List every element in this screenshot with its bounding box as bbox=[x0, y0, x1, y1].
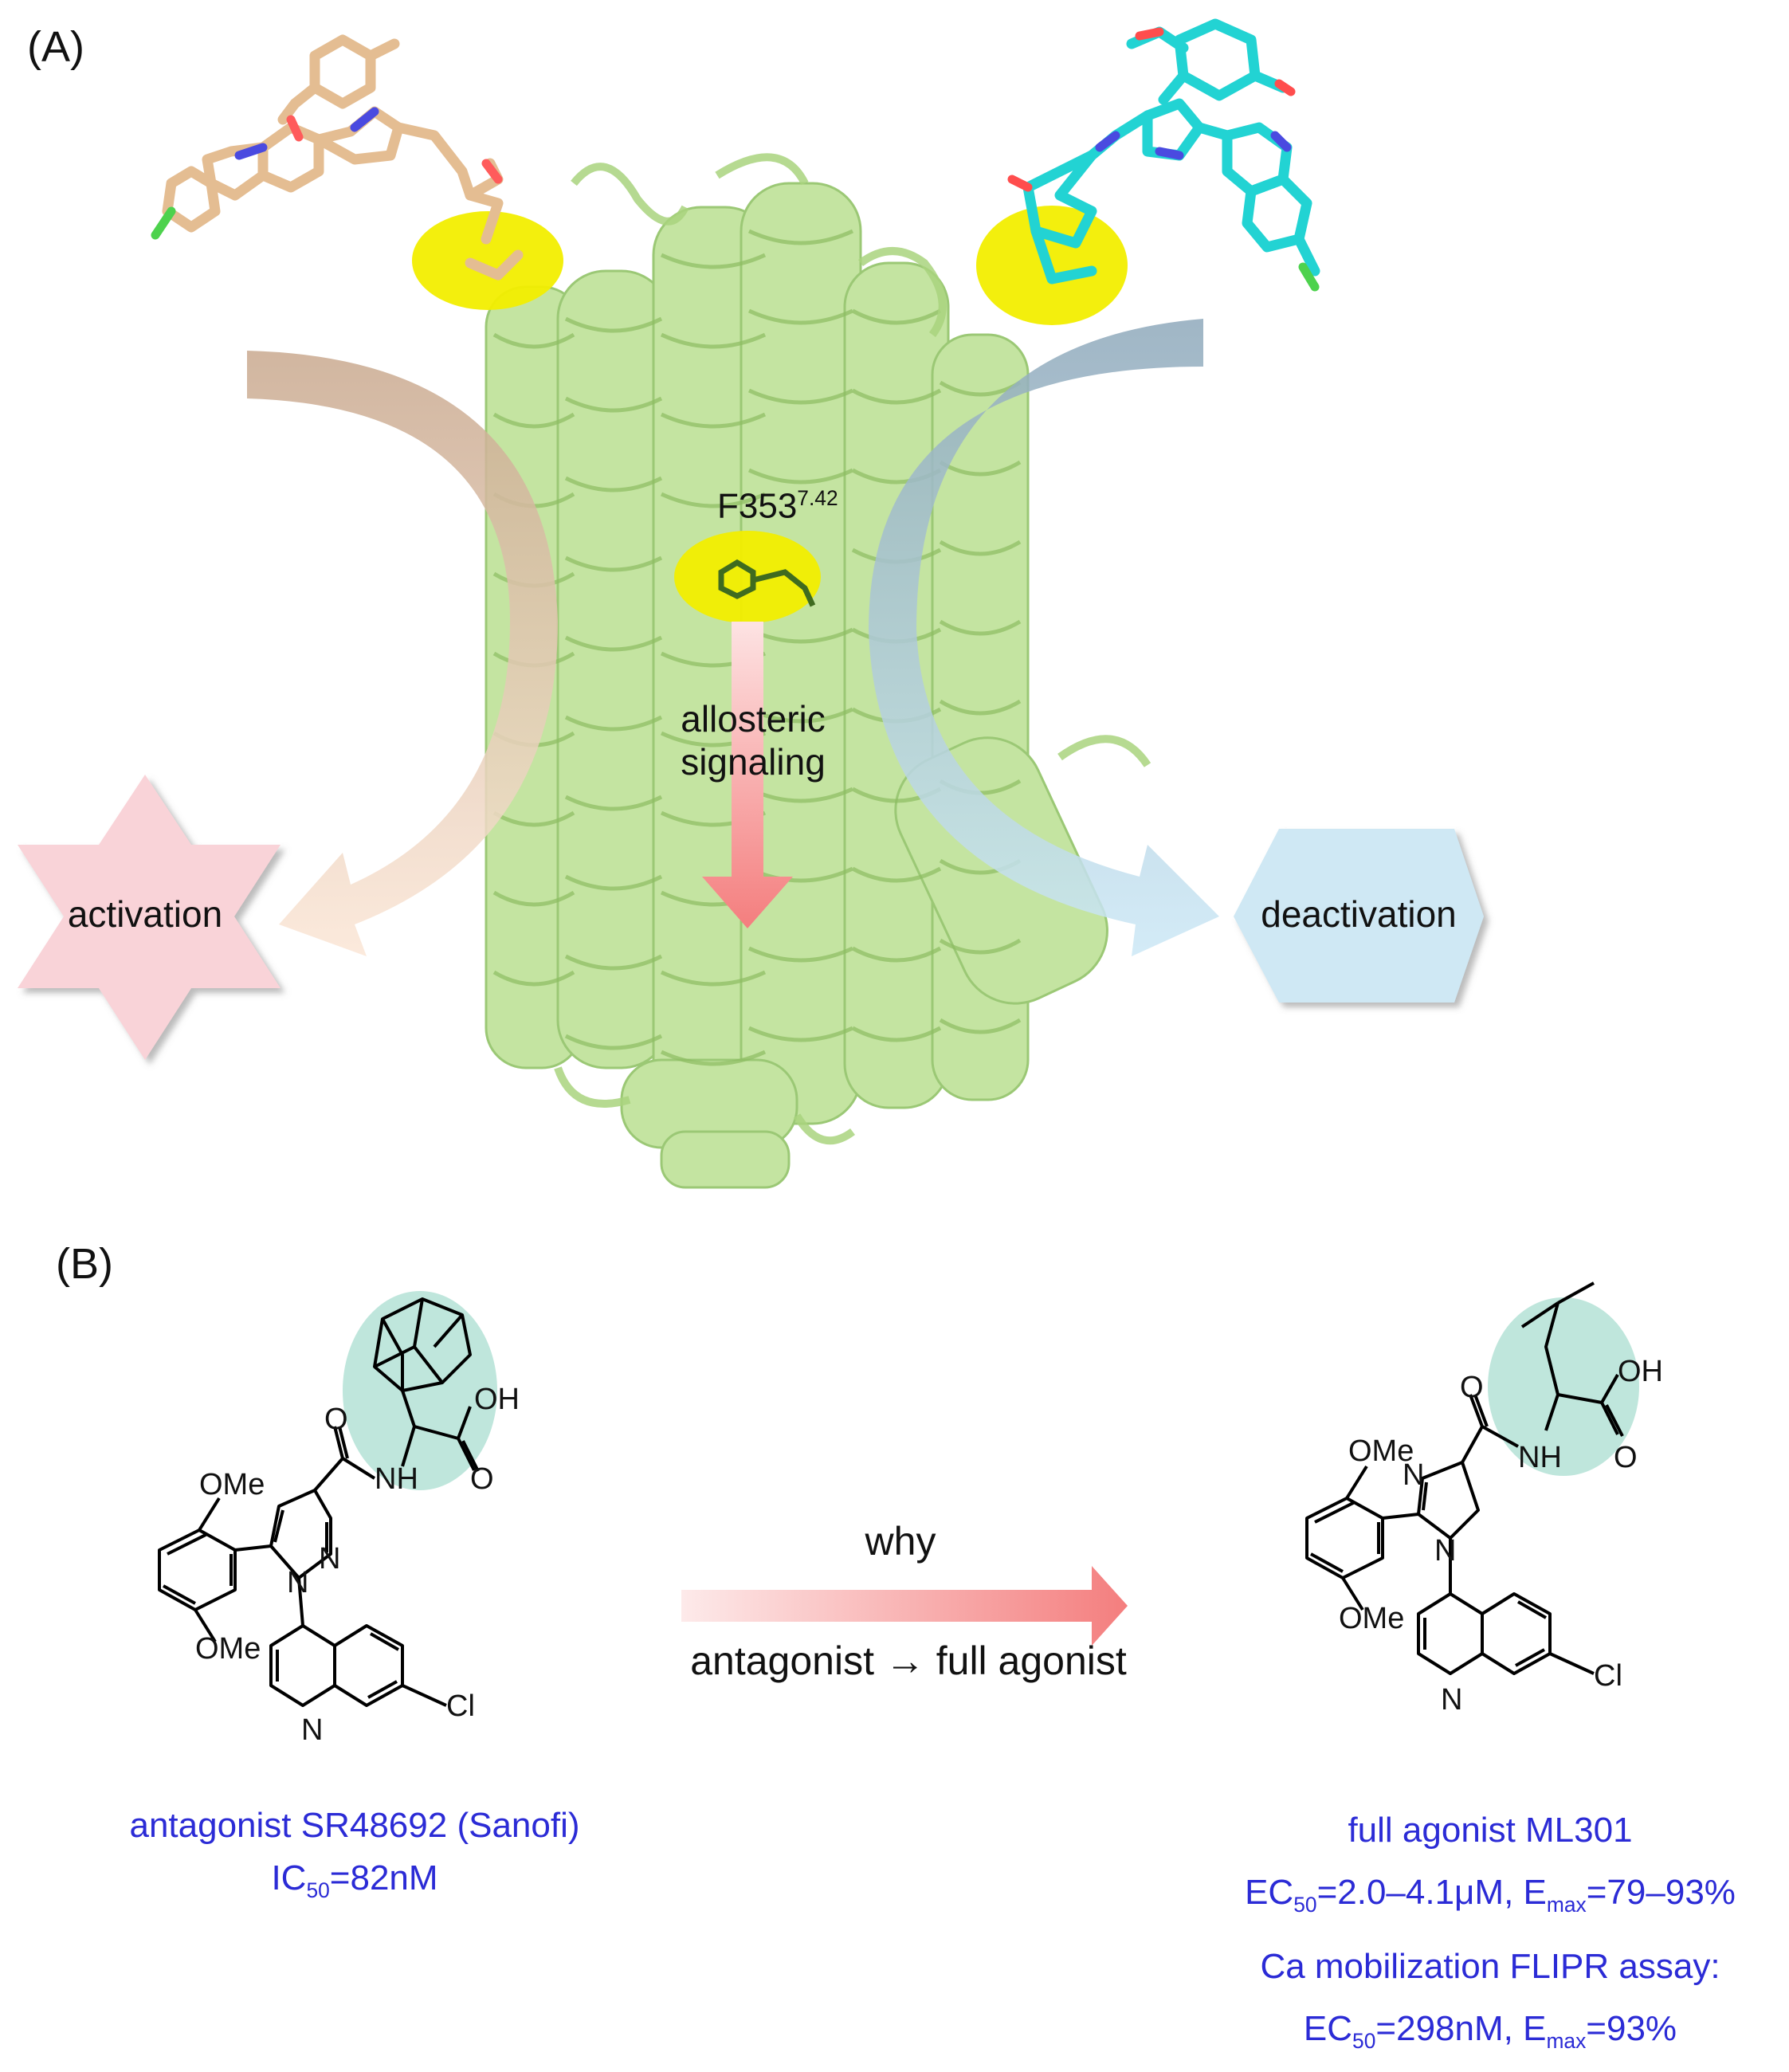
ml301-ec50-line: EC50=2.0–4.1μM, Emax=79–93% bbox=[1195, 1862, 1785, 1936]
sr48692-n-quinoline: N bbox=[301, 1713, 324, 1747]
ic50-value: =82nM bbox=[329, 1858, 438, 1897]
highlight-f353 bbox=[674, 531, 821, 623]
ml301-o-carbonyl: O bbox=[1460, 1371, 1484, 1404]
deactivation-label: deactivation bbox=[1261, 893, 1457, 935]
ml301-ec-label: EC bbox=[1245, 1873, 1294, 1912]
ml301-caption: full agonist ML301 EC50=2.0–4.1μM, Emax=… bbox=[1195, 1799, 1785, 2072]
sr48692-o: O bbox=[470, 1462, 494, 1496]
allosteric-line-2: signaling bbox=[681, 741, 826, 783]
ml301-n-imidazole-1: N bbox=[1403, 1458, 1425, 1492]
right-leucine-highlight bbox=[1488, 1297, 1639, 1476]
receptor-loops bbox=[554, 153, 1151, 1145]
allosteric-line-1: allosteric bbox=[681, 698, 826, 740]
f353-name: F353 bbox=[717, 486, 798, 526]
f353-superscript: 7.42 bbox=[797, 486, 838, 510]
flipr-ec-sub: 50 bbox=[1352, 2028, 1376, 2053]
sr48692-structure bbox=[158, 1297, 480, 1707]
ligand-tan-chlorine bbox=[151, 206, 176, 240]
panel-a-label: (A) bbox=[27, 23, 84, 71]
ml301-flipr-ec50-line: EC50=298nM, Emax=93% bbox=[1195, 1998, 1785, 2072]
sr48692-caption: antagonist SR48692 (Sanofi) IC50=82nM bbox=[48, 1799, 661, 1917]
sr48692-name: antagonist SR48692 (Sanofi) bbox=[129, 1806, 580, 1845]
ic50-prefix: IC bbox=[271, 1858, 307, 1897]
deactivation-curved-arrow bbox=[869, 319, 1219, 956]
ml301-ome-bottom: OMe bbox=[1339, 1602, 1405, 1635]
sr48692-n-pyrazole-2: N bbox=[287, 1566, 309, 1599]
ml301-o: O bbox=[1614, 1441, 1638, 1474]
ml301-n-imidazole-2: N bbox=[1434, 1534, 1457, 1568]
f353-residue-label: F3537.42 bbox=[717, 486, 838, 527]
ml301-ec-value: =2.0–4.1μM, E bbox=[1316, 1873, 1547, 1912]
flipr-emax-value: =93% bbox=[1586, 2008, 1677, 2048]
sr48692-ome-top: OMe bbox=[199, 1468, 265, 1501]
ml301-flipr-line: Ca mobilization FLIPR assay: bbox=[1260, 1946, 1720, 1986]
highlight-left-site bbox=[412, 211, 563, 310]
sr48692-oh: OH bbox=[474, 1383, 520, 1416]
ml301-ome-top: OMe bbox=[1348, 1434, 1414, 1468]
flipr-ec-label: EC bbox=[1303, 2008, 1353, 2048]
sr48692-cl: Cl bbox=[446, 1689, 475, 1723]
flipr-ec-value: =298nM, E bbox=[1375, 2008, 1547, 2048]
ml301-nh: NH bbox=[1518, 1441, 1562, 1474]
ic50-sub: 50 bbox=[306, 1878, 330, 1902]
reaction-arrow bbox=[681, 1566, 1128, 1646]
allosteric-signaling-label: allosteric signaling bbox=[653, 697, 853, 783]
sr48692-n-pyrazole-1: N bbox=[319, 1542, 341, 1576]
sr48692-o-carbonyl: O bbox=[324, 1403, 348, 1436]
activation-star-shape bbox=[18, 775, 281, 1060]
ml301-emax-sub: max bbox=[1546, 1892, 1587, 1917]
f353-residue-icon bbox=[718, 559, 816, 607]
receptor-cartoon bbox=[485, 182, 1108, 1189]
reaction-arrow-top-label: why bbox=[865, 1519, 936, 1564]
sr48692-ic50: IC50=82nM bbox=[48, 1852, 661, 1917]
flipr-emax-sub: max bbox=[1546, 2028, 1587, 2053]
sr48692-ome-bottom: OMe bbox=[195, 1632, 261, 1666]
deactivation-hexagon-shape bbox=[1234, 829, 1484, 1003]
reaction-arrow-bottom-label: antagonist → full agonist bbox=[690, 1638, 1127, 1683]
ml301-ec-sub: 50 bbox=[1293, 1892, 1317, 1917]
panel-b-label: (B) bbox=[56, 1240, 113, 1288]
activation-label: activation bbox=[67, 893, 223, 935]
activation-curved-arrow bbox=[247, 351, 558, 956]
ml301-oh: OH bbox=[1618, 1355, 1663, 1388]
sr48692-nh: NH bbox=[375, 1462, 418, 1496]
allosteric-arrow bbox=[702, 622, 793, 928]
ml301-name: full agonist ML301 bbox=[1348, 1811, 1633, 1850]
ml301-cl: Cl bbox=[1594, 1659, 1622, 1693]
ml301-emax-value: =79–93% bbox=[1586, 1873, 1736, 1912]
ml301-structure bbox=[1305, 1281, 1624, 1675]
ml301-n-quinoline: N bbox=[1441, 1683, 1463, 1717]
ligand-tan-oxygen bbox=[286, 115, 304, 142]
